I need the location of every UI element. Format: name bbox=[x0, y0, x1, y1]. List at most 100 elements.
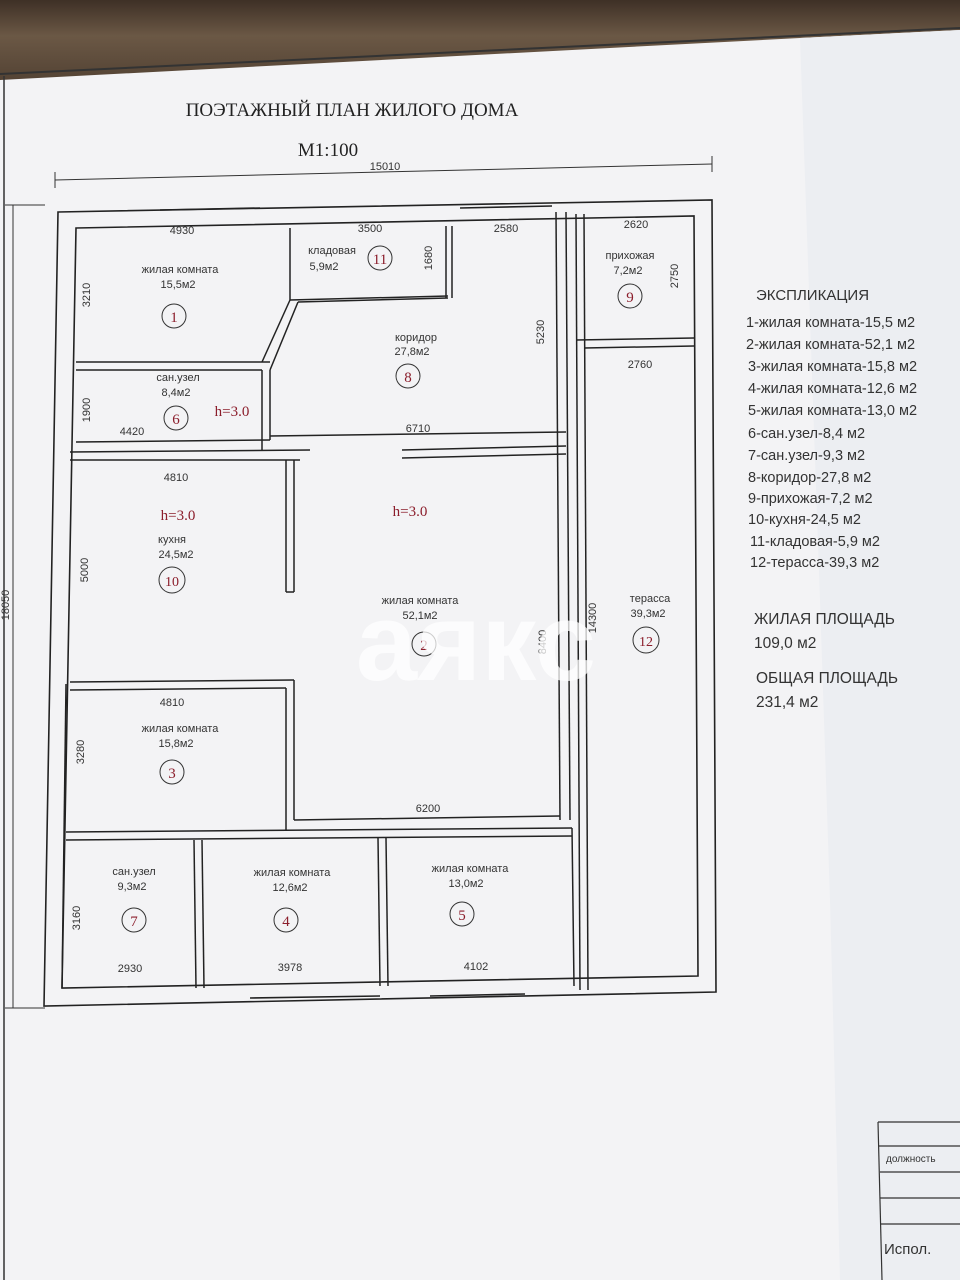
svg-text:5: 5 bbox=[458, 908, 466, 924]
room-12: терасса 39,3м2 12 bbox=[630, 593, 671, 654]
svg-text:10: 10 bbox=[165, 575, 179, 590]
explication-heading: ЭКСПЛИКАЦИЯ bbox=[756, 287, 869, 304]
dim-6200: 6200 bbox=[416, 803, 440, 815]
svg-text:9,3м2: 9,3м2 bbox=[118, 881, 147, 893]
explication-item: 11-кладовая-5,9 м2 bbox=[750, 534, 880, 550]
dim-3160: 3160 bbox=[71, 906, 83, 930]
svg-text:9: 9 bbox=[626, 290, 634, 306]
explication-item: 9-прихожая-7,2 м2 bbox=[748, 491, 873, 507]
dim-3280: 3280 bbox=[75, 740, 87, 764]
room-3: жилая комната 15,8м2 3 bbox=[142, 723, 220, 785]
dim-4810-bottom: 4810 bbox=[160, 697, 184, 709]
svg-text:7: 7 bbox=[130, 914, 138, 930]
dim-4810-top: 4810 bbox=[164, 472, 188, 484]
total-area-label: ОБЩАЯ ПЛОЩАДЬ bbox=[756, 670, 898, 687]
total-area-value: 231,4 м2 bbox=[756, 694, 818, 711]
svg-text:5,9м2: 5,9м2 bbox=[310, 261, 339, 273]
title-block-executor: Испол. bbox=[884, 1241, 931, 1258]
dim-2930: 2930 bbox=[118, 963, 142, 975]
room-8: коридор 27,8м2 8 bbox=[394, 332, 437, 389]
title-block-position: должность bbox=[886, 1154, 936, 1165]
plan-title: ПОЭТАЖНЫЙ ПЛАН ЖИЛОГО ДОМА bbox=[186, 100, 519, 121]
svg-text:13,0м2: 13,0м2 bbox=[448, 878, 483, 890]
title-block bbox=[877, 1121, 960, 1280]
svg-text:8: 8 bbox=[404, 370, 412, 386]
dim-3978: 3978 bbox=[278, 962, 302, 974]
paper-fold-shadow bbox=[800, 30, 960, 1280]
svg-text:12: 12 bbox=[639, 635, 653, 650]
dim-2760: 2760 bbox=[628, 359, 652, 371]
svg-text:52,1м2: 52,1м2 bbox=[402, 610, 437, 622]
dim-1680: 1680 bbox=[423, 246, 435, 270]
dim-2580: 2580 bbox=[494, 223, 518, 235]
svg-text:6: 6 bbox=[172, 412, 180, 428]
explication-item: 10-кухня-24,5 м2 bbox=[748, 512, 861, 528]
interior-walls bbox=[61, 211, 695, 991]
svg-text:терасса: терасса bbox=[630, 593, 671, 605]
explication-item: 2-жилая комната-52,1 м2 bbox=[746, 337, 915, 353]
room-1: жилая комната 15,5м2 1 bbox=[142, 264, 220, 329]
svg-text:сан.узел: сан.узел bbox=[156, 372, 199, 384]
svg-text:прихожая: прихожая bbox=[605, 250, 654, 262]
explication-item: 5-жилая комната-13,0 м2 bbox=[748, 403, 917, 419]
dim-2750: 2750 bbox=[669, 264, 681, 288]
outer-walls bbox=[43, 199, 717, 1007]
dim-14300: 14300 bbox=[587, 603, 599, 634]
explication-item: 3-жилая комната-15,8 м2 bbox=[748, 359, 917, 375]
dim-2620: 2620 bbox=[624, 219, 648, 231]
dim-overall-height: 18050 bbox=[0, 590, 12, 621]
svg-text:11: 11 bbox=[373, 252, 387, 268]
height-label-corridor: h=3.0 bbox=[215, 404, 250, 420]
dim-5000: 5000 bbox=[79, 558, 91, 582]
dim-overall-width: 15010 bbox=[370, 161, 401, 173]
frame-line bbox=[0, 27, 960, 75]
dim-3500: 3500 bbox=[358, 223, 382, 235]
dim-3210: 3210 bbox=[81, 283, 93, 307]
svg-text:8,4м2: 8,4м2 bbox=[162, 387, 191, 399]
svg-text:3: 3 bbox=[168, 766, 176, 782]
room-11: кладовая 5,9м2 11 bbox=[308, 245, 393, 273]
explication-item: 4-жилая комната-12,6 м2 bbox=[748, 381, 917, 397]
svg-text:15,8м2: 15,8м2 bbox=[158, 738, 193, 750]
svg-text:сан.узел: сан.узел bbox=[112, 866, 155, 878]
explication-item: 1-жилая комната-15,5 м2 bbox=[746, 315, 915, 331]
height-label-kitchen: h=3.0 bbox=[161, 508, 196, 524]
svg-text:2: 2 bbox=[420, 638, 428, 654]
explication-item: 7-сан.узел-9,3 м2 bbox=[748, 448, 865, 464]
svg-text:15,5м2: 15,5м2 bbox=[160, 279, 195, 291]
dim-1900: 1900 bbox=[81, 398, 93, 422]
svg-text:жилая комната: жилая комната bbox=[432, 863, 510, 875]
svg-text:12,6м2: 12,6м2 bbox=[272, 882, 307, 894]
svg-text:24,5м2: 24,5м2 bbox=[158, 549, 193, 561]
living-area-label: ЖИЛАЯ ПЛОЩАДЬ bbox=[754, 611, 895, 628]
explication-item: 8-коридор-27,8 м2 bbox=[748, 470, 871, 486]
room-7: сан.узел 9,3м2 7 bbox=[112, 866, 156, 933]
svg-text:кладовая: кладовая bbox=[308, 245, 356, 257]
living-area-value: 109,0 м2 bbox=[754, 635, 816, 652]
room-5: жилая комната 13,0м2 5 bbox=[432, 863, 510, 927]
svg-text:жилая комната: жилая комната bbox=[382, 595, 460, 607]
svg-text:4: 4 bbox=[282, 914, 290, 930]
explication-item: 12-терасса-39,3 м2 bbox=[750, 555, 879, 571]
dim-6710: 6710 bbox=[406, 423, 430, 435]
height-label-living: h=3.0 bbox=[393, 504, 428, 520]
room-9: прихожая 7,2м2 9 bbox=[605, 250, 655, 309]
dim-4102: 4102 bbox=[464, 961, 488, 973]
svg-text:кухня: кухня bbox=[158, 534, 186, 546]
room-4: жилая комната 12,6м2 4 bbox=[254, 867, 331, 933]
svg-text:жилая комната: жилая комната bbox=[142, 723, 220, 735]
room-6: сан.узел 8,4м2 6 bbox=[156, 372, 200, 431]
explication-list: 1-жилая комната-15,5 м2 2-жилая комната-… bbox=[746, 315, 917, 571]
paper bbox=[0, 30, 960, 1280]
svg-text:27,8м2: 27,8м2 bbox=[394, 346, 429, 358]
svg-text:жилая комната: жилая комната bbox=[142, 264, 220, 276]
svg-text:1: 1 bbox=[170, 310, 178, 326]
watermark: аякс bbox=[356, 581, 596, 704]
dim-8400: 8400 bbox=[537, 630, 549, 654]
room-10: кухня 24,5м2 10 bbox=[158, 534, 194, 594]
overall-dimensions bbox=[5, 156, 713, 1009]
dim-4930: 4930 bbox=[170, 225, 194, 237]
dim-5230: 5230 bbox=[535, 320, 547, 344]
explication-item: 6-сан.узел-8,4 м2 bbox=[748, 426, 865, 442]
